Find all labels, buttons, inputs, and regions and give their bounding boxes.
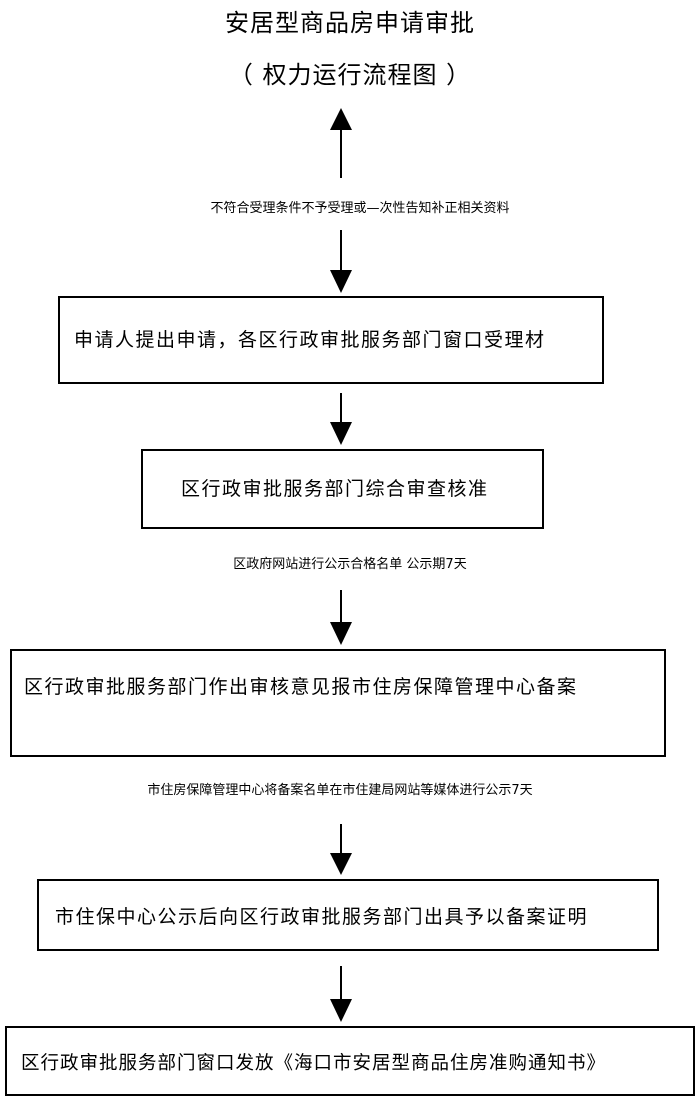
reject-note: 不符合受理条件不予受理或—次性告知补正相关资料 xyxy=(210,201,510,216)
page-subtitle: （ 权力运行流程图 ） xyxy=(228,61,472,89)
step-box-filing-certificate: 市住保中心公示后向区行政审批服务部门出具予以备案证明 xyxy=(37,879,659,951)
step-box-issue-notice: 区行政审批服务部门窗口发放《海口市安居型商品住房准购通知书》 xyxy=(5,1026,695,1096)
city-publicity-note: 市住房保障管理中心将备案名单在市住建局网站等媒体进行公示7天 xyxy=(147,783,533,798)
step-label: 市住保中心公示后向区行政审批服务部门出具予以备案证明 xyxy=(55,906,589,928)
step-box-comprehensive-review: 区行政审批服务部门综合审查核准 xyxy=(141,449,544,529)
arrow-down-to-certificate-head xyxy=(330,853,352,875)
step-label: 区行政审批服务部门作出审核意见报市住房保障管理中心备案 xyxy=(24,676,578,698)
step-label: 申请人提出申请，各区行政审批服务部门窗口受理材 xyxy=(74,329,546,351)
arrow-down-to-review-head xyxy=(330,422,352,445)
step-box-accept-application: 申请人提出申请，各区行政审批服务部门窗口受理材 xyxy=(58,296,604,384)
page-title: 安居型商品房申请审批 xyxy=(225,9,475,37)
district-publicity-note: 区政府网站进行公示合格名单 公示期7天 xyxy=(233,557,467,572)
step-label: 区行政审批服务部门窗口发放《海口市安居型商品住房准购通知书》 xyxy=(21,1053,607,1074)
arrow-down-to-opinion-head xyxy=(330,622,352,645)
arrow-up-reject-head xyxy=(330,108,352,130)
step-box-review-opinion-filing: 区行政审批服务部门作出审核意见报市住房保障管理中心备案 xyxy=(10,649,666,757)
arrow-down-to-issue-head xyxy=(330,999,352,1022)
arrow-down-to-accept-head xyxy=(330,270,352,293)
step-label: 区行政审批服务部门综合审查核准 xyxy=(181,478,489,500)
